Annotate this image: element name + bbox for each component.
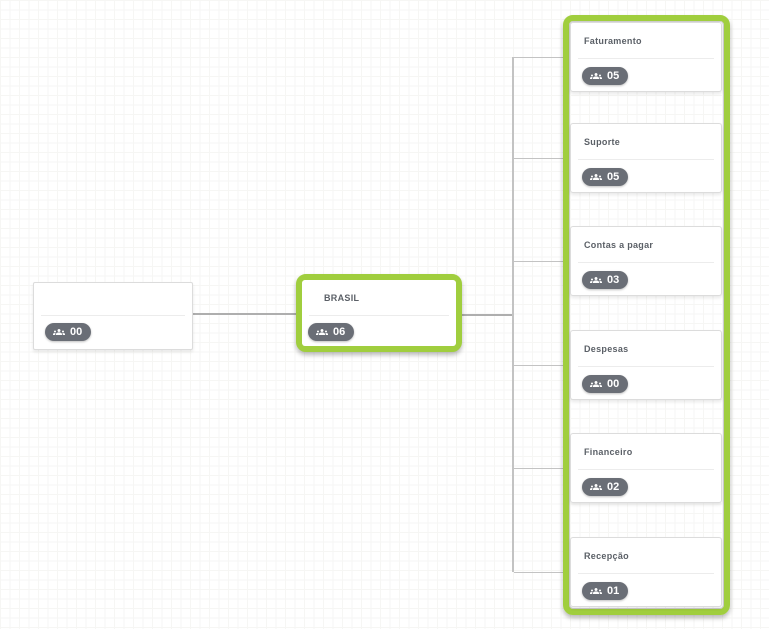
- members-count-badge[interactable]: 06: [308, 323, 355, 341]
- node-brasil-card[interactable]: BRASIL 06: [302, 280, 456, 346]
- node-contas-a-pagar[interactable]: Contas a pagar 03: [570, 226, 722, 296]
- users-icon: [590, 588, 602, 594]
- users-icon: [590, 73, 602, 79]
- members-count: 06: [333, 326, 346, 338]
- node-title: BRASIL: [324, 293, 360, 303]
- card-divider: [578, 262, 714, 263]
- members-count-badge[interactable]: 02: [582, 478, 629, 496]
- node-despesas[interactable]: Despesas 00: [570, 330, 722, 400]
- card-divider: [578, 366, 714, 367]
- connector-trunk: [512, 57, 514, 572]
- members-count-badge[interactable]: 05: [582, 67, 629, 85]
- members-count: 05: [607, 70, 620, 82]
- node-recepcao[interactable]: Recepção 01: [570, 537, 722, 607]
- card-divider: [578, 469, 714, 470]
- connector-root-to-brasil: [193, 313, 296, 315]
- node-title: Faturamento: [584, 36, 642, 46]
- members-count-badge[interactable]: 00: [45, 323, 92, 341]
- card-divider: [578, 58, 714, 59]
- node-title: Suporte: [584, 137, 621, 147]
- connector-brasil-to-trunk: [462, 314, 513, 316]
- members-count: 00: [70, 326, 83, 338]
- node-title: Financeiro: [584, 447, 633, 457]
- node-title: Contas a pagar: [584, 240, 654, 250]
- node-root[interactable]: 00: [33, 282, 193, 350]
- members-count: 03: [607, 274, 620, 286]
- card-divider: [41, 315, 185, 316]
- members-count: 01: [607, 585, 620, 597]
- members-count-badge[interactable]: 05: [582, 168, 629, 186]
- members-count: 05: [607, 171, 620, 183]
- node-suporte[interactable]: Suporte 05: [570, 123, 722, 193]
- card-divider: [309, 315, 449, 316]
- users-icon: [316, 329, 328, 335]
- card-divider: [578, 573, 714, 574]
- card-divider: [578, 159, 714, 160]
- node-financeiro[interactable]: Financeiro 02: [570, 433, 722, 503]
- connector-branch-contas-a-pagar: [514, 261, 563, 262]
- node-brasil-highlighted[interactable]: BRASIL 06: [296, 274, 462, 352]
- members-count-badge[interactable]: 03: [582, 271, 629, 289]
- node-title: Despesas: [584, 344, 629, 354]
- node-title: Recepção: [584, 551, 629, 561]
- node-faturamento[interactable]: Faturamento 05: [570, 22, 722, 92]
- members-count: 00: [607, 378, 620, 390]
- users-icon: [590, 484, 602, 490]
- users-icon: [53, 329, 65, 335]
- members-count-badge[interactable]: 00: [582, 375, 629, 393]
- members-count-badge[interactable]: 01: [582, 582, 629, 600]
- connector-branch-suporte: [514, 158, 563, 159]
- connector-branch-recepcao: [514, 572, 563, 573]
- connector-branch-financeiro: [514, 468, 563, 469]
- users-icon: [590, 277, 602, 283]
- connector-branch-despesas: [514, 365, 563, 366]
- members-count: 02: [607, 481, 620, 493]
- users-icon: [590, 174, 602, 180]
- users-icon: [590, 381, 602, 387]
- connector-branch-faturamento: [514, 57, 563, 58]
- children-group-highlighted: Faturamento 05 Suporte 05 Contas a pagar…: [563, 15, 730, 615]
